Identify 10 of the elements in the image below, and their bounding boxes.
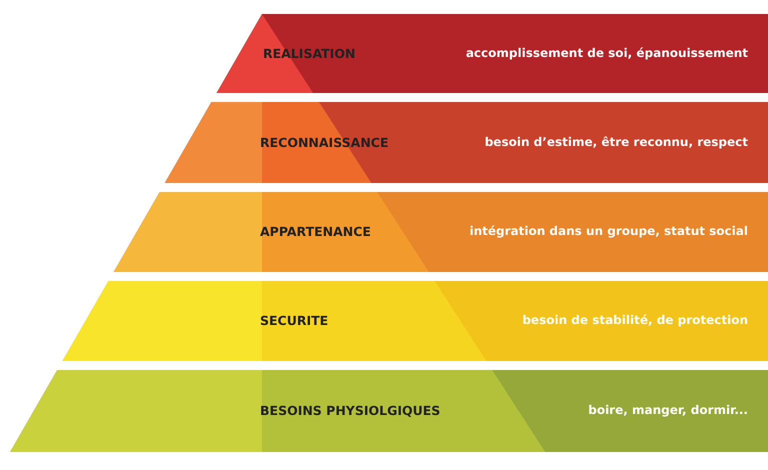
level-description: accomplissement de soi, épanouissement bbox=[466, 46, 748, 60]
level-description: besoin de stabilité, de protection bbox=[522, 313, 748, 327]
level-title: REALISATION bbox=[263, 46, 356, 61]
level-description: besoin d’estime, être reconnu, respect bbox=[484, 134, 748, 148]
level-title: SECURITE bbox=[260, 313, 328, 328]
level-title: APPARTENANCE bbox=[260, 224, 371, 239]
level-description: intégration dans un groupe, statut social bbox=[469, 224, 748, 238]
level-title: BESOINS PHYSIOLGIQUES bbox=[260, 403, 440, 418]
level-description: boire, manger, dormir... bbox=[588, 403, 748, 417]
level-title: RECONNAISSANCE bbox=[260, 134, 389, 150]
